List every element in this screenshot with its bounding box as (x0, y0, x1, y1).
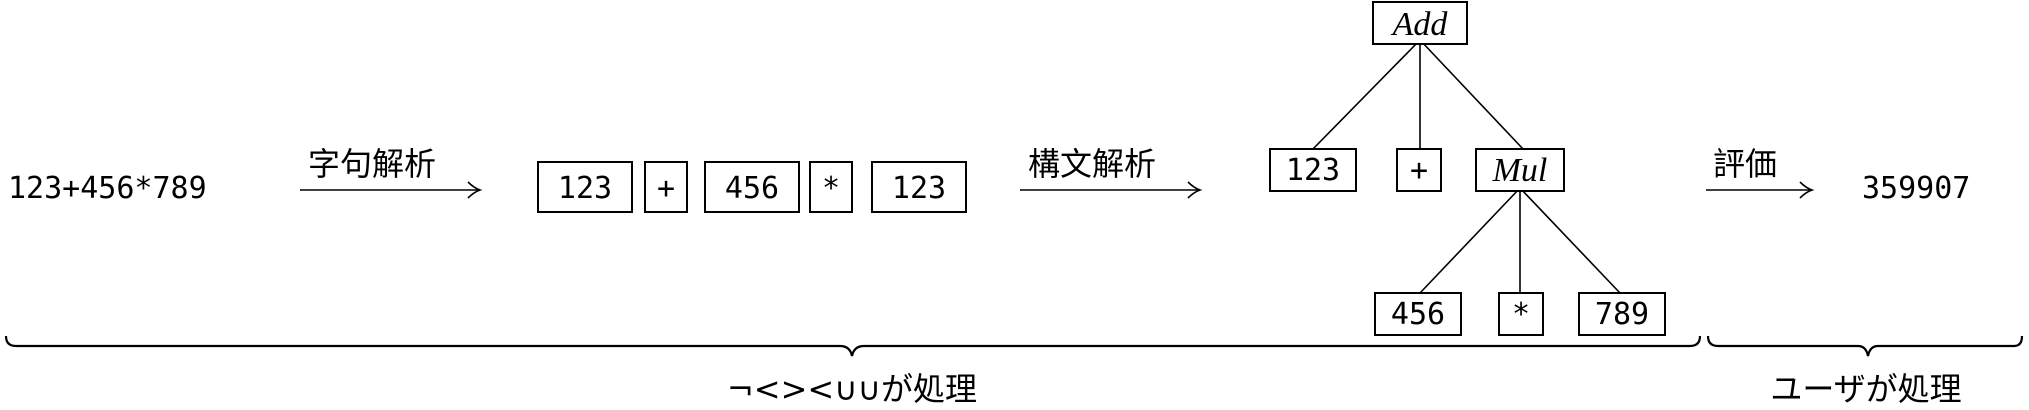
token-box: 123 (871, 161, 967, 213)
svg-text:*: * (1512, 297, 1530, 332)
svg-text:123: 123 (1286, 153, 1340, 188)
token-box: + (644, 161, 688, 213)
brace-left (4, 335, 1702, 357)
stage-label-evaluation: 評価 (1713, 145, 1777, 183)
svg-text:789: 789 (1595, 297, 1649, 332)
svg-text:123: 123 (892, 171, 946, 206)
arrowhead-lexing (467, 181, 483, 199)
tree-node-789: 789 (1578, 292, 1666, 336)
tree-node-mul: Mul (1475, 148, 1565, 192)
svg-text:Mul: Mul (1492, 152, 1548, 189)
syntax-tree: Add 123 + Mul 456 * 789 (1269, 1, 1666, 336)
arrowhead-evaluation (1799, 181, 1815, 199)
token-box: 456 (704, 161, 800, 213)
token-box: 123 (537, 161, 633, 213)
brace-left-label: ¬<><∪∪が処理 (727, 370, 977, 408)
svg-text:+: + (657, 171, 675, 206)
stage-label-lexing: 字句解析 (308, 145, 436, 183)
tree-node-plus: + (1396, 148, 1442, 192)
arrowhead-parsing (1187, 181, 1203, 199)
stage-label-parsing: 構文解析 (1028, 145, 1156, 183)
result-value: 359907 (1862, 171, 1970, 206)
tree-node-star: * (1498, 292, 1544, 336)
svg-text:Add: Add (1391, 6, 1449, 43)
tree-node-123: 123 (1269, 148, 1357, 192)
input-expression: 123+456*789 (8, 171, 207, 206)
tree-node-456: 456 (1374, 292, 1462, 336)
svg-text:+: + (1410, 153, 1428, 188)
tree-node-add: Add (1372, 1, 1468, 45)
svg-text:*: * (822, 171, 840, 206)
svg-text:456: 456 (1391, 297, 1445, 332)
token-list: 123 + 456 * 123 (537, 161, 967, 213)
svg-text:456: 456 (725, 171, 779, 206)
token-box: * (809, 161, 853, 213)
brace-right (1706, 335, 2024, 357)
brace-right-label: ユーザが処理 (1770, 370, 1961, 408)
svg-text:123: 123 (558, 171, 612, 206)
